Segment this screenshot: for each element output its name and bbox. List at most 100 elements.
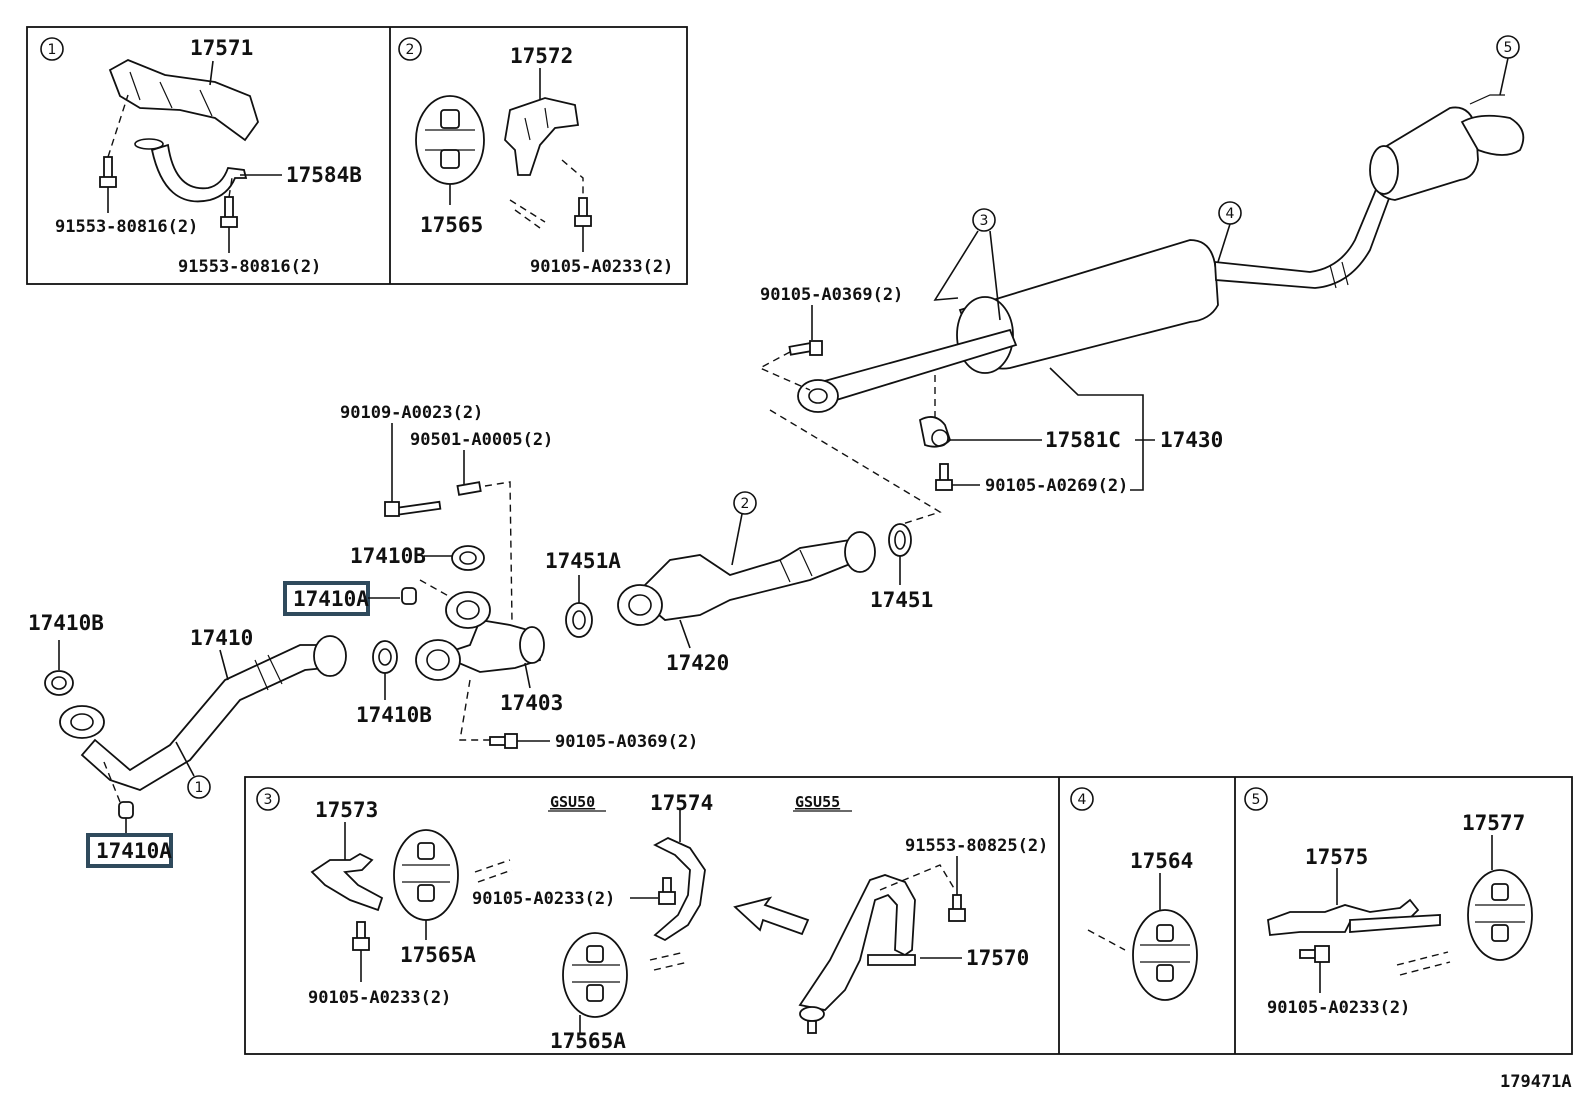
inset-1: 1 17571 17584B 91553-80816(2) 91553-8081… (40, 36, 362, 277)
label-90105-a0269: 90105-A0269(2) (985, 476, 1128, 496)
label-90105-a0369-bottom: 90105-A0369(2) (555, 732, 698, 752)
bracket-17572[interactable] (504, 97, 580, 176)
hanger-rod-dash (474, 859, 513, 883)
leader-dash (879, 864, 956, 891)
label-17410A-upper: 17410A (293, 587, 369, 611)
highlight-box-17410A-lower[interactable] (86, 833, 173, 868)
bracket-17574[interactable] (653, 836, 706, 942)
variant-gsu50: GSU50 (550, 793, 595, 811)
label-91553-80816-a: 91553-80816(2) (55, 217, 198, 237)
callout-circle-3 (256, 787, 280, 811)
variant-gsu55: GSU55 (795, 793, 840, 811)
label-17572: 17572 (510, 44, 573, 68)
main-assembly: 90105-A0369(2) 17581C 17430 90105-A0269(… (28, 35, 1525, 868)
catalytic-converter-17420[interactable] (617, 531, 876, 626)
inset-4: 4 17564 (1070, 787, 1198, 1001)
leader-dash (758, 351, 811, 391)
heat-shield-17571[interactable] (108, 59, 259, 142)
callout-circle-2-main (733, 491, 757, 515)
label-17420: 17420 (666, 651, 729, 675)
rubber-hanger-17565[interactable] (415, 95, 485, 185)
rubber-hanger-17565A-upper[interactable] (393, 829, 459, 921)
gasket-17410B-middle[interactable] (372, 640, 398, 674)
callout-circle-4 (1070, 787, 1094, 811)
stud-90501-a0005[interactable] (456, 481, 482, 496)
bolt-90105-a0233-inset5[interactable] (1299, 945, 1330, 963)
bolt-90105-a0369-top[interactable] (788, 340, 823, 356)
bolt-90105-a0233-inset3a[interactable] (352, 921, 370, 951)
label-17565A-lower: 17565A (550, 1029, 626, 1053)
callout-4-label: 4 (1078, 792, 1087, 808)
bolt-91553-a[interactable] (99, 156, 117, 188)
gasket-17451A[interactable] (565, 602, 593, 638)
clamp-band-17584B[interactable] (150, 143, 248, 203)
leader-17430-bracket (1049, 367, 1144, 491)
front-pipe-17403[interactable] (415, 591, 545, 681)
hanger-rod-dash (1087, 929, 1126, 951)
callout-3-main-label: 3 (980, 213, 989, 229)
inset-frame-3-4-5 (244, 776, 1573, 1055)
leader-dash (484, 481, 513, 623)
inset-panel-top (26, 26, 688, 285)
bolt-90105-a0269[interactable] (935, 463, 953, 491)
nut-17410A-upper[interactable] (401, 587, 417, 605)
leader-17420 (679, 619, 691, 649)
bracket-17573[interactable] (310, 852, 384, 912)
arrow-icon (733, 896, 810, 936)
nut-17410A-lower[interactable] (118, 801, 134, 819)
label-17430: 17430 (1160, 428, 1223, 452)
label-17574: 17574 (650, 791, 713, 815)
label-90109-a0023: 90109-A0023(2) (340, 403, 483, 423)
bolt-90109-a0023[interactable] (384, 500, 442, 517)
callout-2-label: 2 (406, 42, 415, 58)
label-17565A-upper: 17565A (400, 943, 476, 967)
callout-2-main-label: 2 (741, 496, 750, 512)
inset-2: 2 17572 17565 90105-A0233(2) (398, 37, 673, 277)
callout-circle-1 (40, 37, 64, 61)
bracket-17570-rod (867, 954, 916, 966)
leader-17403 (524, 662, 531, 689)
label-90105-a0233-inset5: 90105-A0233(2) (1267, 998, 1410, 1018)
hanger-rod-dash (509, 199, 546, 229)
label-17575: 17575 (1305, 845, 1368, 869)
bolt-90105-a0369-bottom[interactable] (489, 733, 518, 749)
callout-circle-3-main (972, 208, 996, 232)
label-90105-a0233-inset3b: 90105-A0233(2) (472, 889, 615, 909)
exhaust-pipe-17410[interactable] (59, 635, 347, 791)
muffler-assembly-17430[interactable] (797, 94, 1525, 413)
rubber-hanger-17564[interactable] (1132, 909, 1198, 1001)
callout-1-label: 1 (48, 42, 57, 58)
rubber-hanger-17565A-lower[interactable] (562, 932, 628, 1018)
label-17570: 17570 (966, 946, 1029, 970)
heat-shield-ribs (129, 71, 213, 117)
inset-5: 5 17575 90105-A0233(2) 17577 (1244, 787, 1533, 1018)
callout-circle-2 (398, 37, 422, 61)
gasket-17581C[interactable] (918, 416, 952, 448)
gasket-17410B-left[interactable] (44, 670, 74, 696)
label-90105-a0369-top: 90105-A0369(2) (760, 285, 903, 305)
callout-5-label: 5 (1252, 792, 1261, 808)
label-90501-a0005: 90501-A0005(2) (410, 430, 553, 450)
label-17403: 17403 (500, 691, 563, 715)
bolt-90105-a0233-inset2[interactable] (574, 197, 592, 227)
bracket-17570[interactable] (798, 874, 916, 1011)
rubber-hanger-17577[interactable] (1467, 869, 1533, 961)
inset-frame-1-2 (26, 26, 688, 285)
bracket-17575[interactable] (1267, 898, 1420, 936)
label-17571: 17571 (190, 36, 253, 60)
leader-dash (769, 409, 942, 529)
bolt-90105-a0233-inset3b[interactable] (658, 877, 676, 905)
leader-dash (561, 159, 584, 198)
bolt-91553-b[interactable] (220, 196, 238, 228)
leader-dash (107, 94, 129, 158)
bolt-91553-80825[interactable] (948, 894, 966, 922)
label-17577: 17577 (1462, 811, 1525, 835)
gasket-17410B-upper[interactable] (451, 545, 485, 571)
label-17584B: 17584B (286, 163, 362, 187)
hanger-rod-dash (1396, 951, 1451, 976)
callout-1-main-label: 1 (195, 780, 204, 796)
gasket-17451[interactable] (888, 523, 912, 557)
leader-dash (228, 177, 233, 198)
leader-dash (419, 579, 453, 599)
